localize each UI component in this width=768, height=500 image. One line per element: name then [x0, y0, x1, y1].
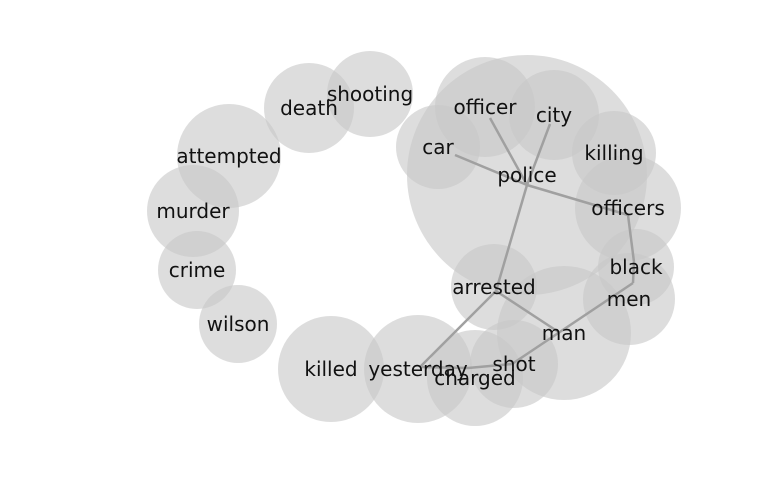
edge-layer	[419, 117, 636, 370]
label-shooting: shooting	[327, 82, 413, 106]
edge-police-city	[525, 123, 552, 186]
bubble-layer	[147, 51, 681, 426]
label-officer: officer	[453, 95, 517, 119]
label-officers: officers	[591, 196, 665, 220]
label-man: man	[542, 321, 586, 345]
bubble-arrested	[451, 244, 537, 330]
bubble-car	[396, 105, 480, 189]
edge-black-men	[631, 261, 636, 284]
edge-arrested-yesterday	[419, 290, 497, 368]
label-killed: killed	[304, 357, 357, 381]
edge-police-car	[454, 153, 528, 187]
label-crime: crime	[169, 258, 226, 282]
edge-men-shot	[511, 281, 634, 366]
label-black: black	[609, 255, 663, 279]
label-shot: shot	[492, 352, 535, 376]
edge-arrested-man	[495, 289, 561, 335]
label-layer: police officer city car killing officers black…	[156, 82, 664, 390]
label-murder: murder	[156, 199, 230, 223]
label-police: police	[497, 163, 556, 187]
label-charged: charged	[434, 366, 516, 390]
label-yesterday: yesterday	[368, 357, 468, 381]
edge-police-arrested	[494, 184, 529, 292]
label-death: death	[280, 96, 338, 120]
label-killing: killing	[584, 141, 643, 165]
label-men: men	[607, 287, 651, 311]
bubble-wilson	[199, 285, 277, 363]
edge-police-officers	[526, 183, 629, 217]
edge-police-officer	[488, 117, 529, 186]
edge-yesterday-charged	[419, 365, 469, 370]
edge-charged-shot	[467, 362, 513, 370]
label-attempted: attempted	[176, 144, 281, 168]
label-arrested: arrested	[452, 275, 535, 299]
bubble-attempted	[177, 104, 281, 208]
edge-officers-black	[626, 214, 636, 263]
label-city: city	[536, 103, 572, 127]
label-car: car	[422, 135, 454, 159]
bubble-killed	[278, 316, 384, 422]
label-wilson: wilson	[207, 312, 270, 336]
bubble-shooting	[327, 51, 413, 137]
